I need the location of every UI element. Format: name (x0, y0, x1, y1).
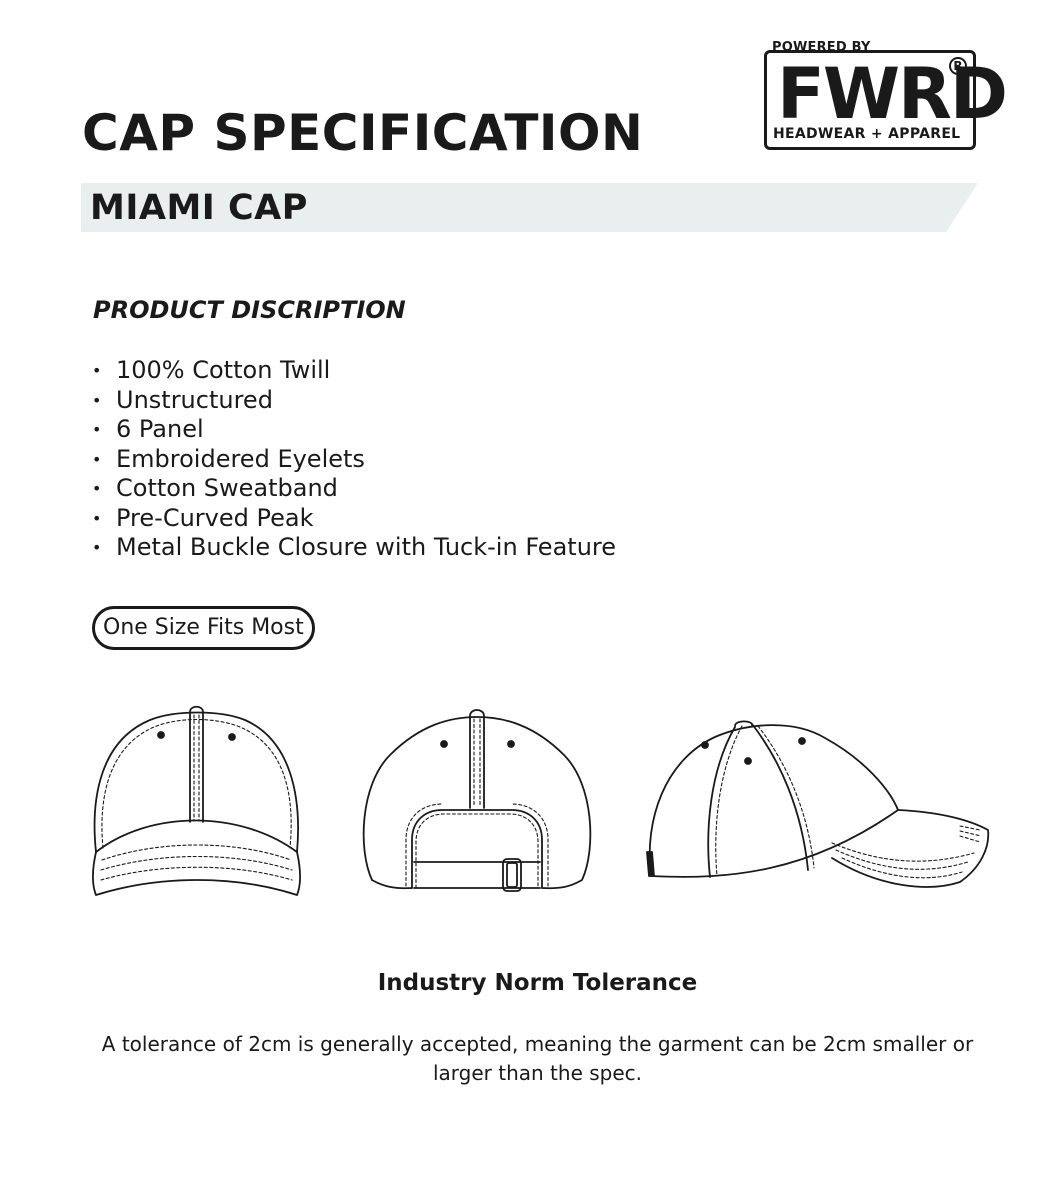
feature-item: • Metal Buckle Closure with Tuck-in Featu… (92, 533, 616, 563)
feature-text: 6 Panel (116, 415, 204, 443)
bullet-icon: • (92, 449, 102, 469)
feature-text: Embroidered Eyelets (116, 444, 365, 473)
bullet-icon: • (92, 390, 102, 410)
cap-drawings (92, 705, 990, 896)
feature-item: • 6 Panel (92, 415, 616, 445)
feature-item: • Cotton Sweatband (92, 474, 616, 504)
feature-item: • Unstructured (92, 386, 616, 416)
feature-text: Cotton Sweatband (116, 474, 338, 502)
feature-item: • Pre-Curved Peak (92, 504, 616, 534)
feature-list: •100% Cotton Twill•Unstructured•6 Panel•… (92, 356, 616, 563)
feature-text: Pre-Curved Peak (116, 503, 314, 532)
registered-mark-icon: R (949, 57, 967, 75)
subtitle-band-shape (81, 183, 978, 232)
tolerance-text: A tolerance of 2cm is generally accepted… (101, 1032, 974, 1085)
logo-tagline: HEADWEAR + APPAREL (773, 126, 961, 142)
feature-text: 100% Cotton Twill (116, 356, 331, 384)
cap-side-view-icon (646, 720, 990, 888)
bullet-icon: • (92, 508, 102, 528)
cap-back-view-icon (362, 709, 592, 892)
size-badge: One Size Fits Most (92, 606, 315, 650)
product-name: MIAMI CAP (90, 188, 308, 228)
tolerance-heading: Industry Norm Tolerance (377, 970, 698, 996)
feature-text: Metal Buckle Closure with Tuck-in Featur… (116, 533, 617, 561)
bullet-icon: • (92, 361, 102, 380)
bullet-icon: • (92, 420, 102, 439)
feature-item: • Embroidered Eyelets (92, 445, 616, 475)
subtitle-band: MIAMI CAP (81, 183, 978, 232)
page-title: CAP SPECIFICATION (82, 104, 644, 162)
cap-front-view-icon (92, 705, 301, 896)
bullet-icon: • (92, 479, 102, 498)
bullet-icon: • (92, 538, 102, 557)
logo-frame: FWRD R HEADWEAR + APPAREL (764, 50, 1008, 150)
fwrd-logo: POWERED BY FWRD R HEADWEAR + APPAREL (762, 40, 1008, 156)
feature-text: Unstructured (116, 385, 273, 414)
feature-item: • 100% Cotton Twill (92, 356, 616, 386)
logo-brand: FWRD (777, 53, 1008, 135)
product-description-heading: PRODUCT DISCRIPTION (93, 296, 406, 324)
